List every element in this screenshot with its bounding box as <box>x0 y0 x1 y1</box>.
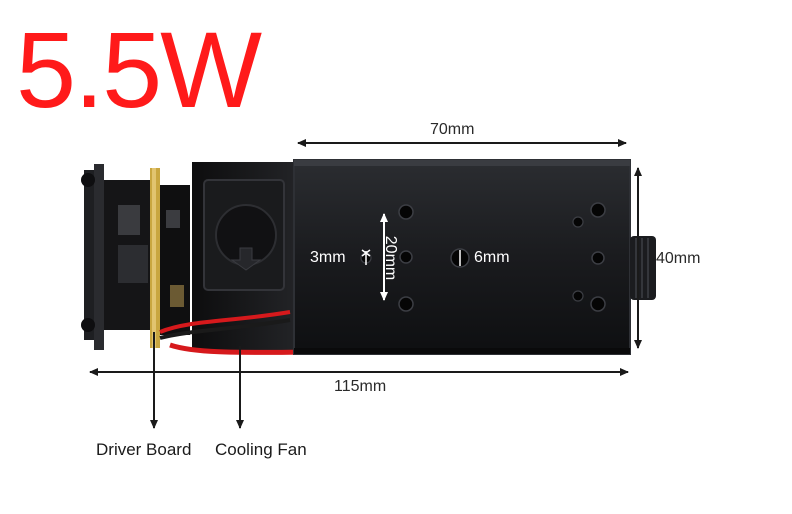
cooling-fan <box>159 162 331 355</box>
screw-hole-label: 3mm <box>310 249 346 266</box>
length-dimension-label: 115mm <box>334 378 387 395</box>
driver-board <box>104 168 190 348</box>
center-hole-label: 6mm <box>474 249 510 266</box>
driver-board-label: Driver Board <box>96 440 192 459</box>
height-dimension-label: 40mm <box>656 250 701 267</box>
cooling-fan-label: Cooling Fan <box>215 440 307 459</box>
rear-frame <box>81 164 104 350</box>
power-rating-title: 5.5W <box>16 9 262 130</box>
focus-knob <box>630 236 656 300</box>
hole-spacing-label: 20mm <box>382 235 400 281</box>
screw-hole-marker <box>361 249 371 265</box>
width-dimension-label: 70mm <box>430 121 475 138</box>
